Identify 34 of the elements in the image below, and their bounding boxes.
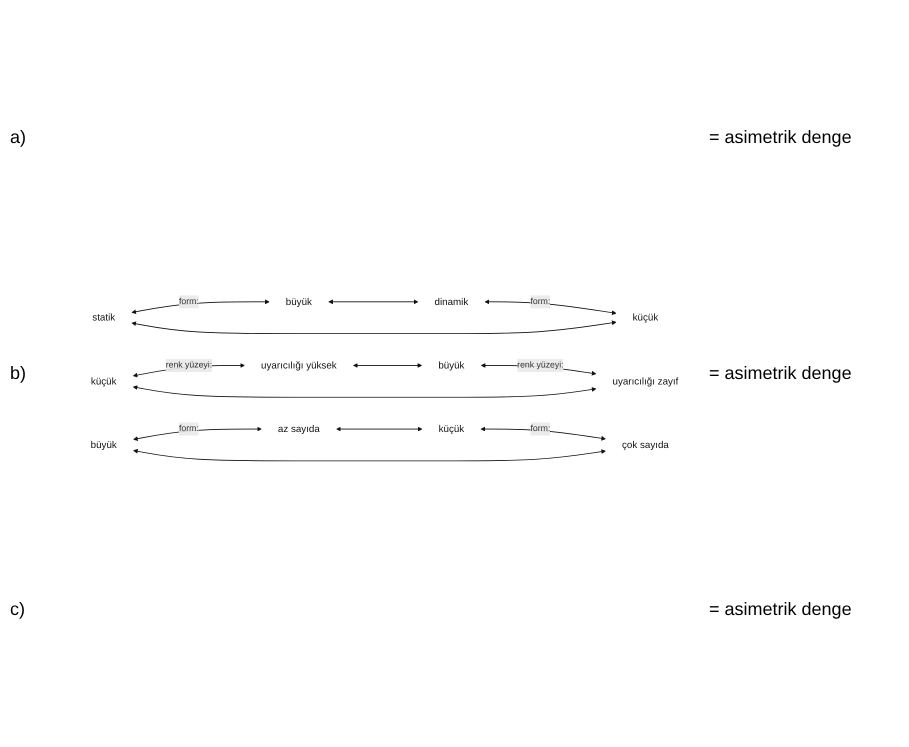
arrow <box>352 362 422 368</box>
node-text: küçük <box>438 423 464 434</box>
row-letter: c) <box>10 598 26 620</box>
node-text: uyarıcılığı yüksek <box>261 360 337 371</box>
edge-label: form: <box>179 424 199 434</box>
arrow <box>132 385 596 398</box>
arrow <box>328 299 418 304</box>
arrow <box>131 299 270 314</box>
edge-label: renk yüzeyi: <box>166 360 212 370</box>
node-text: uyarıcılığı zayıf <box>612 376 678 386</box>
edge-label: form: <box>530 424 550 434</box>
arrow <box>133 448 606 462</box>
arrow <box>336 426 422 432</box>
edge-label: renk yüzeyi: <box>517 360 564 370</box>
row-letter: b) <box>10 362 28 384</box>
arrow <box>131 320 617 334</box>
arrow <box>133 426 262 441</box>
result-note: = asimetrik denge <box>709 127 853 148</box>
edge-label: form: <box>530 296 550 306</box>
node-text: dinamik <box>434 296 468 307</box>
node-text: az sayıda <box>278 423 320 434</box>
node-text: büyük <box>286 296 312 307</box>
node-text: büyük <box>90 439 117 450</box>
result-note: = asimetrik denge <box>709 362 853 384</box>
node-text: statik <box>92 312 116 323</box>
edge-label: form: <box>179 296 199 306</box>
node-text: büyük <box>438 360 464 371</box>
node-text: çok sayıda <box>622 439 669 450</box>
node-text: küçük <box>632 312 658 323</box>
arrow <box>484 299 617 315</box>
result-note: = asimetrik denge <box>709 598 853 620</box>
arrow <box>480 426 606 441</box>
row-letter: a) <box>10 127 28 148</box>
node-text: küçük <box>90 376 117 386</box>
